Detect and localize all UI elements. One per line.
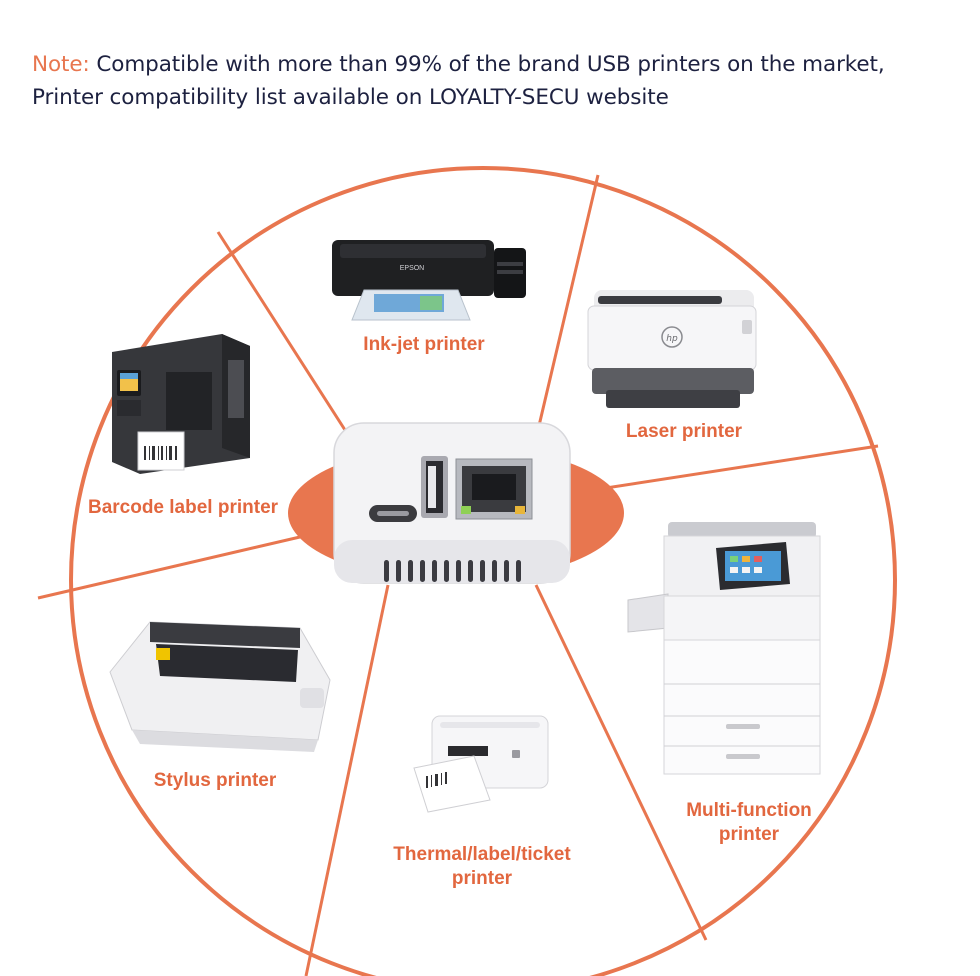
laser-brand-text: hp [666,334,678,344]
barcode-printer-image [112,334,250,474]
label-barcode-label-printer: Barcode label printer [87,497,279,518]
label-multifunction-line2: printer [718,824,780,845]
label-stylus-printer: Stylus printer [153,770,277,791]
note-label: Note: [32,52,90,77]
label-thermal-printer: Thermal/label/ticket printer [393,843,570,891]
laser-printer-image: hp [587,290,757,408]
usb-a-port [421,456,448,518]
inkjet-brand-text: EPSON [400,265,425,272]
label-multifunction-printer: Multi-function printer [686,799,812,847]
label-inkjet-printer: Ink-jet printer [363,334,485,355]
ethernet-port [455,458,533,520]
hp-logo-icon [661,326,683,348]
wheel-circle [69,166,897,976]
multifunction-printer-image [627,522,821,775]
inkjet-printer-image: EPSON [332,240,526,321]
label-thermal-line2: printer [451,868,513,889]
vent-slots [384,560,521,582]
note-line-1: Compatible with more than 99% of the bra… [96,52,885,77]
label-laser-printer: Laser printer [625,421,743,442]
barcode-lines [144,446,177,460]
label-multifunction-line1: Multi-function [686,800,812,821]
wheel-dividers [37,174,879,976]
note-line-2: Printer compatibility list available on … [32,85,669,110]
stylus-printer-image [109,621,331,752]
touch-screen [725,551,781,581]
print-server-device [333,422,571,584]
thermal-printer-image [413,715,549,813]
usb-c-port [369,505,417,522]
label-thermal-line1: Thermal/label/ticket [393,844,571,865]
thermal-barcode-lines [426,772,447,788]
compatibility-note: Note: Compatible with more than 99% of t… [32,48,972,114]
